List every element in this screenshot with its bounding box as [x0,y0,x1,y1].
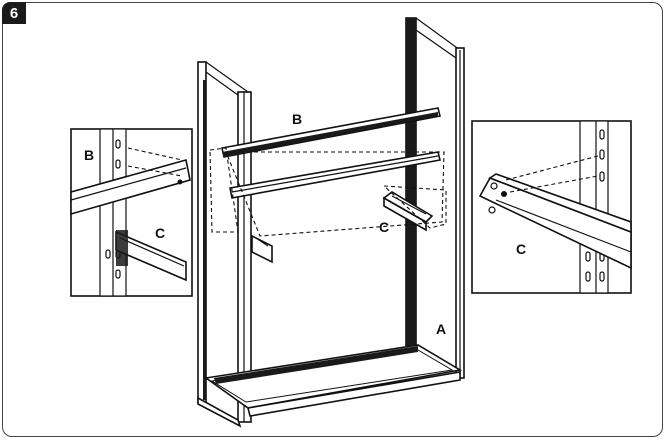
step-frame [2,2,663,437]
label-detail-left-b: B [84,147,94,163]
upright-front-left [197,61,252,423]
label-detail-left-c: C [155,225,165,241]
beam-middle [229,151,441,199]
label-beam-c: C [379,219,389,235]
detail-panel-left: B C [70,128,193,297]
label-upright-a: A [436,321,446,337]
beam-b [221,107,441,158]
upright-back-right [405,17,465,379]
bottom-frame [197,344,463,428]
detail-panel-right: C [471,120,632,294]
label-beam-b: B [292,111,302,127]
beam-c-left [251,234,273,264]
upright-slots-right [585,129,605,282]
label-detail-right-c: C [516,241,526,257]
step-number-badge: 6 [2,2,26,24]
shelf-unit: B C A [197,17,465,428]
